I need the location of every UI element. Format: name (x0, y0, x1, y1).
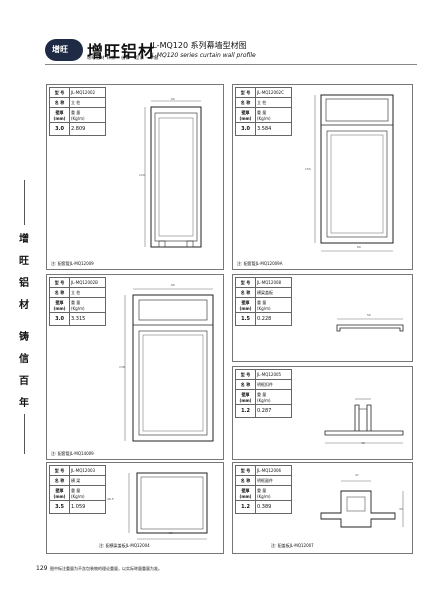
side-divider-top (24, 180, 25, 225)
weight-value: 3.584 (255, 122, 292, 136)
model-value: JL-MQ12006 (255, 465, 292, 476)
name-value: 横梁盖板 (255, 287, 292, 298)
name-value: 横 梁 (69, 475, 106, 486)
dim-height: 120 (139, 173, 145, 177)
brand-name: 增旺铝材 (87, 42, 156, 61)
thickness-value: 1.2 (235, 500, 256, 514)
weight-value: 1.059 (69, 500, 106, 514)
series-title-cn: JL-MQ120 系列幕墙型材图 (150, 41, 247, 50)
thickness-value: 3.0 (235, 122, 256, 136)
series-title-en: JL-MQ120 series curtain wall profile (150, 52, 256, 59)
dim-height: 46.5 (107, 497, 114, 501)
profile-drawing (314, 94, 394, 252)
dim-height: 138 (119, 365, 125, 369)
panel-note: 注: 配横梁盖板JL-MQ12004 (99, 543, 150, 548)
profile-drawing (144, 100, 202, 248)
profile-drawing (320, 480, 404, 528)
side-char: 信 (19, 354, 29, 365)
thickness-value: 1.5 (235, 312, 256, 326)
side-divider-bottom (24, 414, 25, 454)
weight-value: 0.389 (255, 500, 292, 514)
dim-width: 60 (357, 245, 361, 249)
brand-logo: 增旺 (45, 39, 83, 61)
side-char: 年 (19, 398, 29, 409)
name-value: 明框扣件 (255, 379, 292, 390)
name-value: 立 柱 (69, 287, 106, 298)
model-value: JL-MQ12002C (255, 87, 292, 98)
panel-note: 注: 配套管JL-MQ14009 (51, 451, 94, 456)
dim-height: 33 (399, 507, 403, 511)
dim-width: 48 (361, 441, 365, 445)
thickness-value: 1.2 (235, 404, 256, 418)
panel-note: 注: 配套管JL-MQ12009 (51, 261, 94, 266)
weight-value: 0.228 (255, 312, 292, 326)
dim-width: 50 (367, 313, 371, 317)
profile-drawing (124, 288, 214, 442)
model-value: JL-MQ12008 (255, 277, 292, 288)
name-value: 明框副件 (255, 475, 292, 486)
panel-note: 注: 配套管JL-MQ12009A (237, 261, 283, 266)
thickness-value: 3.0 (49, 122, 70, 136)
profile-drawing (336, 318, 404, 332)
dim-width: 60 (171, 97, 175, 101)
model-value: JL-MQ12003 (69, 465, 106, 476)
side-char: 铸 (19, 332, 29, 343)
page-number: 129 (36, 565, 48, 572)
side-char: 增 (19, 234, 29, 245)
page-header: 增旺 增旺铝材 增旺铝材 科技 · 创新 · 品质 · 卓越 JL-MQ120 … (45, 38, 405, 64)
side-char: 旺 (19, 256, 29, 267)
dim-width: 50 (169, 531, 173, 535)
dim-width: 47 (355, 473, 359, 477)
profile-drawing (324, 398, 404, 444)
thickness-value: 3.5 (49, 500, 70, 514)
profile-drawing (128, 472, 208, 540)
header-divider (45, 64, 417, 65)
name-value: 立 柱 (255, 97, 292, 108)
model-value: JL-MQ12002 (69, 87, 106, 98)
dim-height: 150 (305, 167, 311, 171)
footer-note: 图中标注重量为不含包装物的理论重量，以实际称量重量为准。 (50, 566, 162, 571)
model-value: JL-MQ12002B (69, 277, 106, 288)
side-char: 百 (19, 376, 29, 387)
dim-width: 60 (171, 283, 175, 287)
panel-note: 注: 配盖板JL-MQ12007 (271, 543, 314, 548)
thickness-value: 3.0 (49, 312, 70, 326)
weight-value: 0.287 (255, 404, 292, 418)
weight-value: 2.809 (69, 122, 106, 136)
name-value: 立 柱 (69, 97, 106, 108)
weight-value: 3.315 (69, 312, 106, 326)
side-char: 铝 (19, 278, 29, 289)
side-char: 材 (19, 300, 29, 311)
model-value: JL-MQ12005 (255, 369, 292, 380)
brand-subtitle: 增旺铝材 科技 · 创新 · 品质 · 卓越 (87, 55, 159, 60)
